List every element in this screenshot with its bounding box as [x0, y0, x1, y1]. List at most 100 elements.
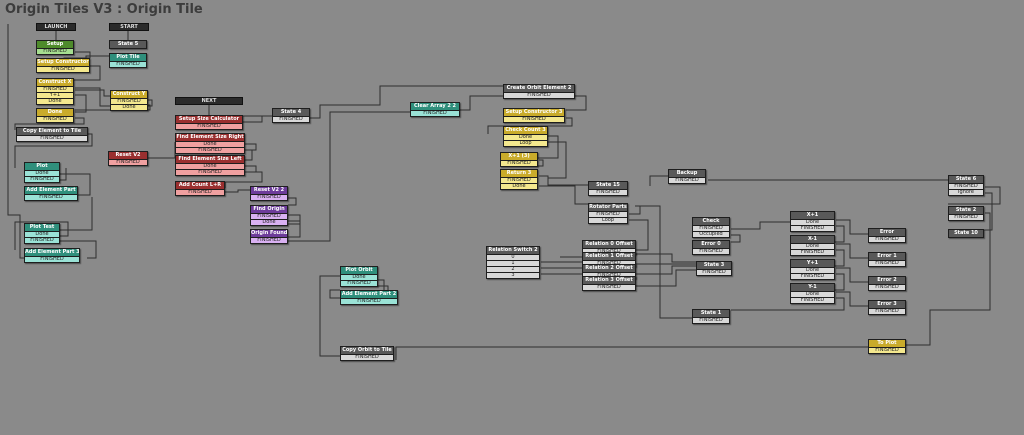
- transition-event[interactable]: Done: [340, 275, 378, 281]
- state-title[interactable]: Plot Tile: [109, 53, 147, 62]
- transition-event[interactable]: FINISHED: [948, 184, 984, 190]
- state-title[interactable]: State 15: [588, 181, 628, 190]
- transition-event[interactable]: Done: [24, 171, 60, 177]
- transition-event[interactable]: FINISHED: [36, 49, 74, 55]
- transition-event[interactable]: FINISHED: [500, 178, 538, 184]
- transition-event[interactable]: 1: [486, 261, 540, 267]
- state-title[interactable]: Add Count L+R: [175, 181, 225, 190]
- state-title[interactable]: Clear Array 2 2: [410, 102, 460, 111]
- transition-event[interactable]: FINISHED: [36, 117, 74, 123]
- transition-event[interactable]: FINISHED: [175, 124, 243, 130]
- state-title[interactable]: Error 0: [692, 240, 730, 249]
- state-title[interactable]: Relation Switch 2: [486, 246, 540, 255]
- state-title[interactable]: Add Element Part 2: [340, 290, 398, 299]
- transition-event[interactable]: FINISHED: [250, 238, 288, 244]
- transition-event[interactable]: FINISHED: [250, 214, 288, 220]
- transition-event[interactable]: FINISHED: [868, 309, 906, 315]
- state-title[interactable]: Origin Found: [250, 229, 288, 238]
- transition-event[interactable]: FINISHED: [582, 285, 636, 291]
- transition-event[interactable]: FINISHED: [588, 190, 628, 196]
- state-title[interactable]: Find Element Size Left: [175, 155, 245, 164]
- state-title[interactable]: Find Element Size Right: [175, 133, 245, 142]
- transition-event[interactable]: FINISHED: [868, 237, 906, 243]
- transition-event[interactable]: Y+1: [36, 93, 74, 99]
- state-title[interactable]: Add Element Part: [24, 186, 78, 195]
- state-title[interactable]: Setup Constructor: [36, 58, 90, 67]
- state-title[interactable]: X+1 (3): [500, 152, 538, 161]
- transition-event[interactable]: Done: [500, 184, 538, 190]
- state-title[interactable]: State 2: [948, 206, 984, 215]
- transition-event[interactable]: FINISHED: [175, 148, 245, 154]
- transition-event[interactable]: Done: [250, 220, 288, 226]
- transition-event[interactable]: FINISHED: [668, 178, 706, 184]
- transition-event[interactable]: Done: [790, 292, 835, 298]
- transition-event[interactable]: FINISHED: [696, 270, 732, 276]
- state-title[interactable]: Rotator Parts: [588, 203, 628, 212]
- transition-event[interactable]: FINISHED: [588, 212, 628, 218]
- state-title[interactable]: Add Element Part 3: [24, 248, 80, 257]
- transition-event[interactable]: 0: [486, 255, 540, 261]
- transition-event[interactable]: FINISHED: [692, 249, 730, 255]
- transition-event[interactable]: FINISHED: [692, 318, 730, 324]
- state-title[interactable]: Copy Element to Tile: [16, 127, 88, 136]
- transition-event[interactable]: FINISHED: [36, 87, 74, 93]
- state-title[interactable]: Setup Constructor 3: [503, 108, 565, 117]
- state-title[interactable]: X-1: [790, 235, 835, 244]
- state-title[interactable]: Reset V2 2: [250, 186, 288, 195]
- state-node-x-plus-1-3[interactable]: X+1 (3)FINISHED: [500, 152, 538, 167]
- state-title[interactable]: Y-1: [790, 283, 835, 292]
- state-node-state-5[interactable]: State 5: [109, 40, 147, 49]
- transition-event[interactable]: FINISHED: [948, 215, 984, 221]
- state-title[interactable]: Relation 2 Offset: [582, 264, 636, 273]
- transition-event[interactable]: FINISHED: [500, 161, 538, 167]
- transition-event[interactable]: FINISHED: [790, 298, 835, 304]
- transition-event[interactable]: FINISHED: [340, 355, 394, 361]
- state-title[interactable]: Return 3: [500, 169, 538, 178]
- transition-event[interactable]: Done: [790, 220, 835, 226]
- state-title[interactable]: Find Origin: [250, 205, 288, 214]
- transition-event[interactable]: FINISHED: [503, 117, 565, 123]
- transition-event[interactable]: FINISHED: [175, 170, 245, 176]
- transition-event[interactable]: FINISHED: [868, 261, 906, 267]
- transition-event[interactable]: FINISHED: [692, 226, 730, 232]
- transition-event[interactable]: Loop: [588, 218, 628, 224]
- state-title[interactable]: Plot Orbit: [340, 266, 378, 275]
- state-title[interactable]: Relation 3 Offset: [582, 276, 636, 285]
- state-node-state-10[interactable]: State 10: [948, 229, 984, 238]
- transition-event[interactable]: FINISHED: [109, 62, 147, 68]
- transition-event[interactable]: FINISHED: [36, 67, 90, 73]
- transition-event[interactable]: 3: [486, 273, 540, 279]
- state-title[interactable]: State 4: [272, 108, 310, 117]
- state-title[interactable]: Backup: [668, 169, 706, 178]
- transition-event[interactable]: Done: [175, 164, 245, 170]
- state-title[interactable]: X+1: [790, 211, 835, 220]
- transition-event[interactable]: Done: [175, 142, 245, 148]
- transition-event[interactable]: FINISHED: [410, 111, 460, 117]
